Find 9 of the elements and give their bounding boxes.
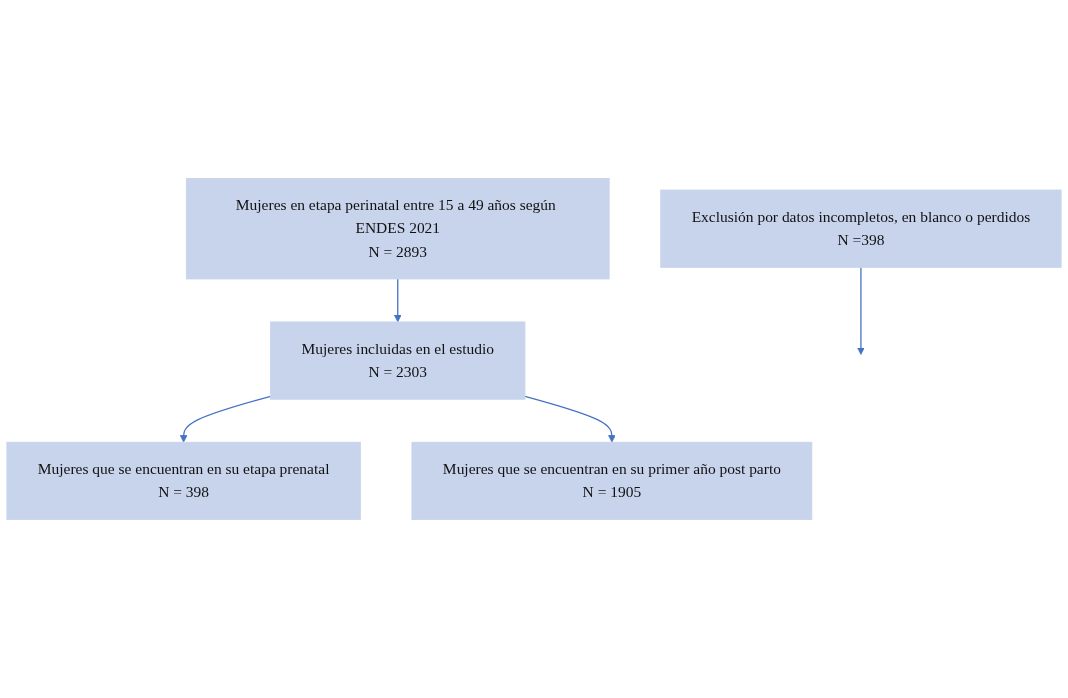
arrow xyxy=(857,266,865,355)
process-box: Mujeres que se encuentran en su etapa prenatal N = 398 xyxy=(6,441,361,520)
process-box: Mujeres que se encuentran en su primer año post parto N = 1905 xyxy=(411,441,813,520)
arrow xyxy=(524,395,616,443)
arrow xyxy=(179,395,272,443)
arrow xyxy=(394,278,402,323)
process-box: Mujeres incluidas en el estudio N = 2303 xyxy=(270,321,526,400)
process-box: Exclusión por datos incompletos, en blanco o perdidos N =398 xyxy=(660,189,1062,268)
process-box: Mujeres en etapa perinatal entre 15 a 49 años según ENDES 2021 N = 2893 xyxy=(185,178,610,280)
